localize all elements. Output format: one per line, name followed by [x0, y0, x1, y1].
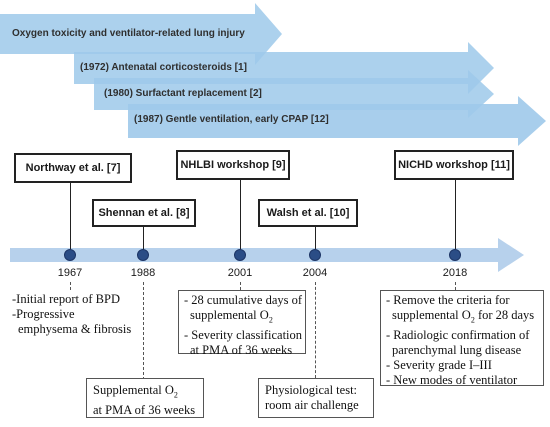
year-1988: 1988	[130, 267, 156, 279]
timeline-dot-2001	[234, 249, 246, 261]
milestone-box-2018: NICHD workshop [11]	[394, 150, 514, 180]
note-2001-line-4: at PMA of 36 weeks	[190, 342, 293, 357]
note-1967-line-1: -Initial report of BPD	[12, 292, 120, 306]
dash-2018	[455, 282, 456, 290]
note-2018-line-2b: for 28 days	[474, 308, 535, 322]
connector-1988	[143, 227, 144, 251]
note-1988-line-2: at PMA of 36 weeks	[93, 402, 196, 417]
note-1988-line-1: Supplemental O	[93, 383, 174, 397]
note-2004: Physiological test: room air challenge	[258, 378, 374, 418]
year-2001: 2001	[227, 267, 253, 279]
band-label-3: (1980) Surfactant replacement [2]	[104, 88, 262, 99]
note-2018-line-3: - Radiologic confirmation of	[386, 327, 530, 342]
milestone-box-1967: Northway et al. [7]	[14, 153, 132, 183]
milestone-box-1988: Shennan et al. [8]	[92, 199, 196, 227]
note-1967: -Initial report of BPD -Progressive emph…	[12, 292, 131, 337]
note-1988: Supplemental O2 at PMA of 36 weeks	[86, 378, 204, 418]
timeline-arrow	[10, 238, 524, 272]
note-1967-line-3: emphysema & fibrosis	[18, 322, 132, 336]
dash-2004	[315, 282, 316, 378]
band-arrow-1	[0, 3, 282, 65]
note-2018-line-5: - Severity grade I–III	[386, 357, 492, 372]
dash-1967	[70, 282, 71, 290]
note-2001-line-3: - Severity classification	[184, 327, 303, 342]
year-1967: 1967	[57, 267, 83, 279]
dash-1988	[143, 282, 144, 380]
connector-2001	[240, 180, 241, 251]
note-2018-line-4: parenchymal lung disease	[392, 342, 522, 357]
band-label-2: (1972) Antenatal corticosteroids [1]	[80, 62, 247, 73]
year-2004: 2004	[302, 267, 328, 279]
note-2001: - 28 cumulative days of supplemental O2 …	[178, 290, 306, 357]
note-2018-line-1: - Remove the criteria for	[386, 293, 510, 307]
note-1988-sub: 2	[173, 390, 178, 400]
note-2018: - Remove the criteria for supplemental O…	[380, 290, 544, 387]
note-2018-sub: 2	[470, 315, 475, 325]
connector-1967	[70, 183, 71, 251]
connector-2018	[455, 180, 456, 251]
milestone-box-2004: Walsh et al. [10]	[258, 199, 358, 227]
band-label-4: (1987) Gentle ventilation, early CPAP [1…	[134, 114, 329, 125]
timeline-dot-1967	[64, 249, 76, 261]
note-2001-line-1: - 28 cumulative days of	[184, 293, 303, 307]
timeline-dot-2018	[449, 249, 461, 261]
note-1967-line-2: -Progressive	[12, 307, 75, 321]
note-2001-line-2: supplemental O	[190, 308, 269, 322]
note-2004-line-2: room air challenge	[265, 398, 359, 412]
band-arrow-4	[128, 96, 546, 146]
year-2018: 2018	[442, 267, 468, 279]
note-2004-line-1: Physiological test:	[265, 383, 358, 397]
timeline-dot-1988	[137, 249, 149, 261]
timeline-dot-2004	[309, 249, 321, 261]
note-2018-line-6: - New modes of ventilator	[386, 372, 518, 387]
note-2001-sub: 2	[268, 315, 273, 325]
connector-2004	[315, 227, 316, 251]
note-2018-line-2a: supplemental O	[392, 308, 471, 322]
dash-2001	[240, 282, 241, 290]
band-label-1: Oxygen toxicity and ventilator-related l…	[12, 28, 245, 39]
milestone-box-2001: NHLBI workshop [9]	[176, 150, 290, 180]
